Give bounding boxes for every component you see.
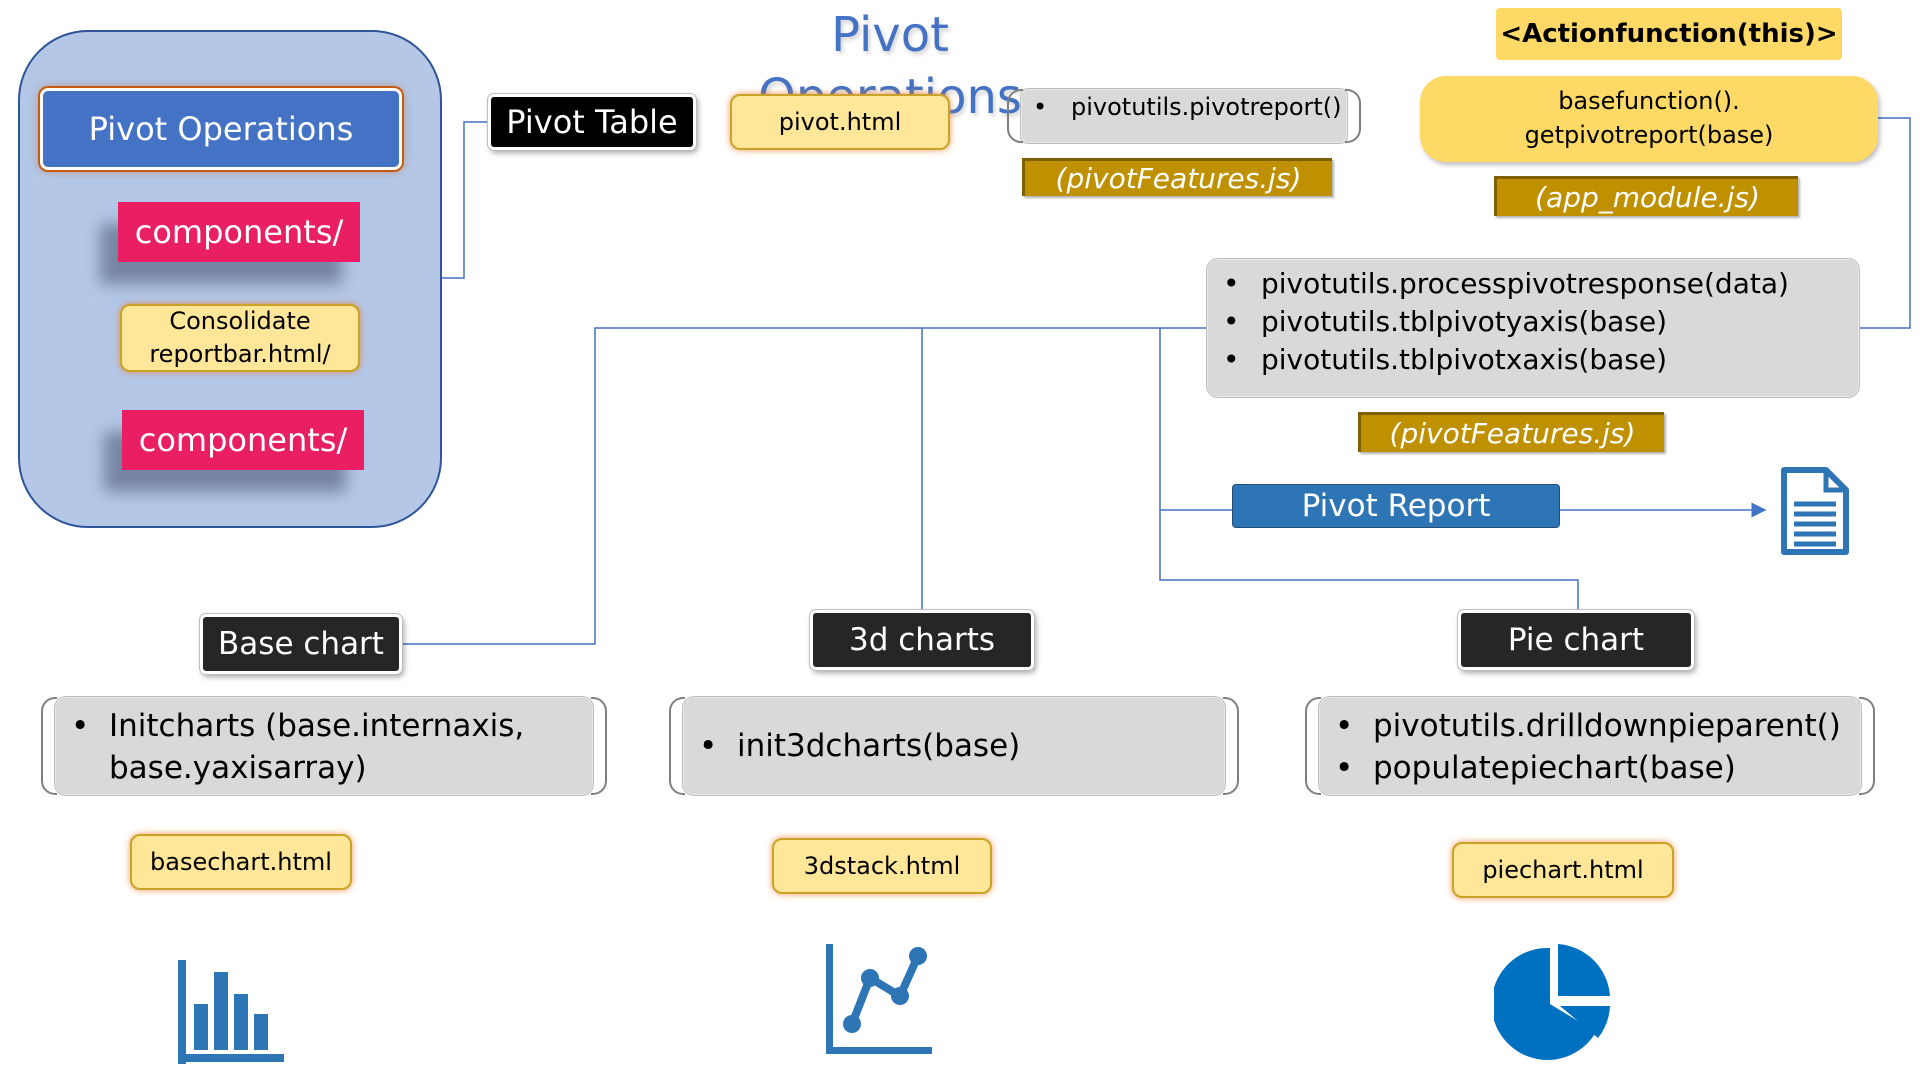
connector-to-pie-chart [1159, 328, 1579, 610]
components-folder-2[interactable]: components/ [122, 410, 364, 470]
function-item: pivotutils.pivotreport() [1033, 93, 1342, 121]
line-chart-icon [826, 944, 936, 1054]
3dstack-html-file[interactable]: 3dstack.html [772, 838, 992, 894]
pivot-html-file[interactable]: pivot.html [730, 94, 950, 150]
pivotfeatures-source-tag-2: (pivotFeatures.js) [1358, 412, 1664, 452]
consolidate-reportbar-file[interactable]: Consolidate reportbar.html/ [120, 304, 360, 372]
3d-charts-function-item: init3dcharts(base) [699, 728, 1020, 764]
bar-chart-icon [178, 954, 284, 1064]
basefunction-line-2: getpivotreport(base) [1524, 121, 1774, 149]
connector-process-bus [402, 327, 1206, 645]
base-chart-function-list: Initcharts (base.internaxis, base.yaxisa… [71, 705, 577, 789]
pie-chart-function-list: pivotutils.drilldownpieparent() populate… [1335, 705, 1845, 789]
base-chart-function-box: Initcharts (base.internaxis, base.yaxisa… [41, 696, 607, 796]
process-function-item: pivotutils.tblpivotxaxis(base) [1223, 341, 1843, 379]
brace-right [1223, 697, 1239, 795]
pivotreport-function-list: pivotutils.pivotreport() [1033, 93, 1342, 121]
pivot-table-label[interactable]: Pivot Table [488, 94, 696, 150]
basechart-html-file[interactable]: basechart.html [130, 834, 352, 890]
piechart-html-file[interactable]: piechart.html [1452, 842, 1674, 898]
pie-chart-label[interactable]: Pie chart [1458, 610, 1694, 670]
brace-right [591, 697, 607, 795]
brace-left [1007, 89, 1023, 143]
page-title: Pivot Operations [758, 7, 1022, 125]
panel-heading[interactable]: Pivot Operations [40, 88, 402, 170]
pie-chart-function-item: pivotutils.drilldownpieparent() [1335, 705, 1845, 747]
brace-left [41, 697, 57, 795]
brace-right [1859, 697, 1875, 795]
connector-panel-to-pivot-table [442, 121, 490, 279]
base-chart-function-item: Initcharts (base.internaxis, base.yaxisa… [71, 705, 577, 789]
app-module-source-tag: (app_module.js) [1494, 176, 1798, 216]
brace-left [669, 697, 685, 795]
base-chart-label[interactable]: Base chart [200, 614, 402, 674]
connector-action-to-process [1860, 117, 1911, 329]
brace-right [1345, 89, 1361, 143]
components-folder-1[interactable]: components/ [118, 202, 360, 262]
3d-charts-label[interactable]: 3d charts [810, 610, 1034, 670]
process-function-list: pivotutils.processpivotresponse(data) pi… [1223, 265, 1843, 379]
document-icon [1780, 466, 1850, 556]
pivot-report-button[interactable]: Pivot Report [1232, 484, 1560, 528]
process-function-item: pivotutils.tblpivotyaxis(base) [1223, 303, 1843, 341]
pie-chart-function-box: pivotutils.drilldownpieparent() populate… [1305, 696, 1875, 796]
process-function-box: pivotutils.processpivotresponse(data) pi… [1206, 258, 1860, 398]
basefunction-line-1: basefunction(). [1558, 87, 1740, 115]
pivotreport-function-box: pivotutils.pivotreport() [1007, 88, 1361, 144]
pie-chart-function-item: populatepiechart(base) [1335, 747, 1845, 789]
3d-charts-function-list: init3dcharts(base) [699, 728, 1020, 764]
action-function-label[interactable]: <Actionfunction(this)> [1496, 8, 1842, 60]
pie-chart-icon [1491, 940, 1614, 1060]
pivotfeatures-source-tag-1: (pivotFeatures.js) [1022, 158, 1332, 196]
3d-charts-function-box: init3dcharts(base) [669, 696, 1239, 796]
brace-left [1305, 697, 1321, 795]
basefunction-box: basefunction(). getpivotreport(base) [1420, 76, 1878, 162]
process-function-item: pivotutils.processpivotresponse(data) [1223, 265, 1843, 303]
